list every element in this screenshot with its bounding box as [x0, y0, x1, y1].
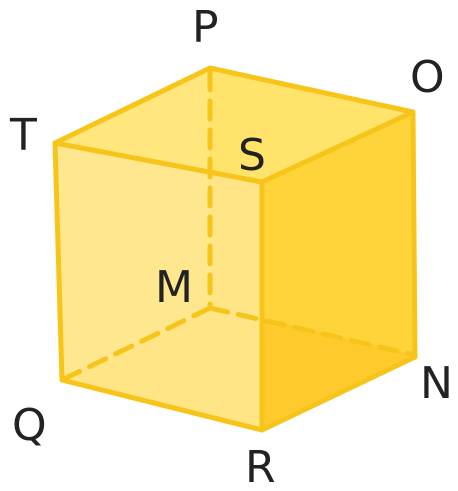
edge-on — [410, 109, 418, 360]
cube-inner-back-face — [55, 68, 210, 380]
edge-tq — [52, 140, 65, 383]
vertex-label-p: P — [192, 2, 219, 53]
vertex-label-r: R — [245, 442, 276, 491]
edge-mn-hidden — [207, 305, 418, 358]
cube-top-face — [55, 68, 413, 182]
vertex-label-m: M — [155, 262, 193, 313]
edge-qr — [59, 377, 265, 433]
vertex-label-q: Q — [12, 400, 47, 451]
edge-rn — [259, 354, 418, 433]
vertex-label-t: T — [9, 110, 37, 161]
vertex-label-s: S — [238, 130, 266, 181]
edge-mq-hidden — [59, 305, 213, 383]
vertex-label-o: O — [410, 52, 445, 103]
vertex-label-n: N — [420, 358, 453, 409]
cube-right-face-shadow — [262, 318, 415, 430]
